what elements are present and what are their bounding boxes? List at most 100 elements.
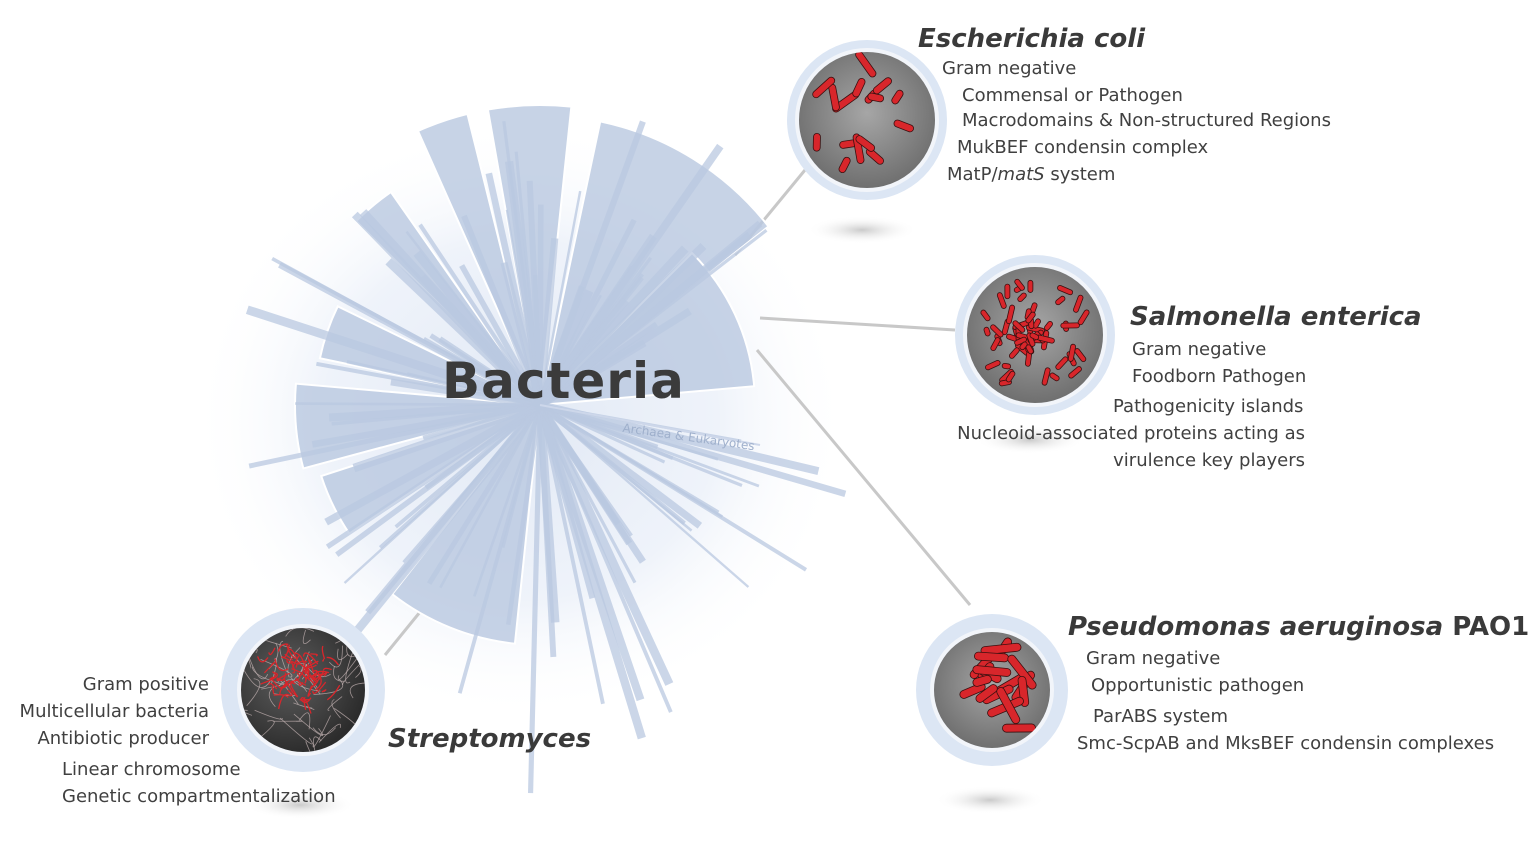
bacterial-cell	[855, 52, 877, 78]
streptomyces-trait: Gram positive	[82, 674, 209, 695]
hypha-red	[260, 671, 278, 685]
hypha-red	[298, 660, 308, 664]
ecoli-name: Escherichia coli	[918, 24, 1146, 54]
hypha-red	[268, 682, 278, 690]
hypha-red	[285, 680, 294, 693]
bacterial-cell	[1044, 320, 1053, 331]
hypha-red	[294, 652, 305, 664]
bacterial-cell	[1055, 356, 1069, 370]
ecoli-trait: MukBEF condensin complex	[957, 137, 1209, 158]
bacterial-cell	[975, 684, 998, 703]
hypha-red	[307, 656, 313, 664]
hypha	[313, 736, 322, 752]
hypha	[328, 645, 343, 668]
mats-italic: matS	[997, 164, 1045, 185]
hypha-red	[299, 697, 312, 704]
bacterial-cell	[893, 119, 914, 133]
hypha-red	[305, 667, 310, 681]
ecoli-trait-matp: MatP/matS system	[947, 164, 1115, 185]
bacterial-cell	[1005, 370, 1016, 383]
ecoli-trait: Gram negative	[942, 58, 1077, 79]
hypha-red	[301, 664, 317, 669]
hypha	[247, 653, 269, 680]
tree-branch	[527, 404, 543, 794]
hypha-red	[281, 655, 300, 665]
streptomyces-shadow	[245, 791, 355, 819]
streptomyces-trait: Linear chromosome	[62, 759, 241, 780]
bacterial-cell	[852, 133, 865, 164]
hypha-red	[291, 654, 301, 668]
bacterial-cell	[1074, 348, 1087, 363]
salmonella-trait: virulence key players	[1113, 450, 1305, 471]
hypha	[285, 628, 315, 637]
hypha-red	[326, 656, 339, 666]
hypha-red	[286, 660, 293, 664]
hypha-red	[285, 643, 296, 659]
ecoli-trait: Macrodomains & Non-structured Regions	[962, 110, 1331, 131]
center-label-bacteria: Bacteria	[442, 352, 685, 410]
salmonella-trait: Gram negative	[1132, 339, 1267, 360]
hypha	[349, 682, 365, 699]
tree-branch	[536, 403, 646, 564]
bacterial-cell	[1014, 278, 1025, 291]
hypha	[312, 727, 337, 736]
hypha-red	[273, 694, 289, 698]
hypha-red	[322, 658, 325, 662]
tree-branch	[324, 401, 542, 526]
pseudomonas-trait: Gram negative	[1086, 648, 1221, 669]
tree-branch	[538, 190, 582, 406]
pseudomonas-trait: Opportunistic pathogen	[1091, 675, 1305, 696]
bacterial-cell	[980, 642, 1022, 656]
tree-branch	[537, 120, 646, 407]
bacterial-cell	[1067, 343, 1076, 362]
pseudomonas-micrograph	[916, 614, 1068, 766]
bacterial-cell	[812, 76, 836, 99]
tree-branch	[426, 403, 543, 585]
streptomyces-name: Streptomyces	[388, 724, 592, 754]
ecoli-trait: Commensal or Pathogen	[962, 85, 1183, 106]
hypha	[278, 679, 308, 692]
hypha	[305, 741, 313, 752]
bacterial-cell	[855, 135, 876, 152]
tree-branch	[328, 400, 541, 422]
tree-branch	[536, 245, 689, 409]
pseudomonas-trait: Smc-ScpAB and MksBEF condensin complexes	[1077, 733, 1495, 754]
hypha-red	[313, 672, 328, 681]
tree-branch	[537, 404, 596, 599]
hypha-red	[269, 671, 276, 680]
hypha-red	[295, 677, 307, 686]
hypha-red	[310, 653, 318, 657]
hypha	[251, 666, 282, 685]
bacterial-cell	[990, 324, 1004, 338]
pseudomonas-shadow	[935, 786, 1045, 814]
hypha	[318, 723, 341, 743]
bacterial-cell	[1077, 309, 1090, 326]
bacterial-cell	[983, 326, 991, 337]
bacterial-cell	[1001, 362, 1012, 370]
hypha	[246, 678, 261, 707]
bacterial-cell	[972, 665, 1012, 677]
bacterial-cell	[1008, 347, 1020, 359]
tree-branch	[316, 361, 541, 407]
bacterial-cell	[1006, 304, 1016, 325]
hypha-red	[290, 661, 296, 674]
hypha-red	[278, 693, 291, 710]
hypha-red	[307, 685, 313, 697]
bacterial-cell	[1027, 279, 1034, 293]
bacterial-cell	[1007, 654, 1037, 690]
hypha-red	[302, 652, 319, 665]
hypha-red	[321, 645, 326, 660]
tree-branch	[538, 404, 673, 713]
hypha-red	[277, 643, 289, 652]
hypha	[312, 715, 331, 748]
bacterial-cell	[959, 682, 986, 699]
hypha	[293, 713, 324, 737]
matp-suffix: system	[1044, 164, 1116, 185]
streptomyces-connector	[383, 611, 422, 656]
tree-branch	[438, 336, 542, 408]
bacterial-cell	[1025, 311, 1036, 324]
pseudomonas-name-italic: Pseudomonas aeruginosa	[1068, 612, 1444, 642]
hypha-red	[308, 659, 314, 674]
bacterial-cell	[1025, 344, 1034, 355]
bacterial-cell	[1004, 283, 1011, 300]
